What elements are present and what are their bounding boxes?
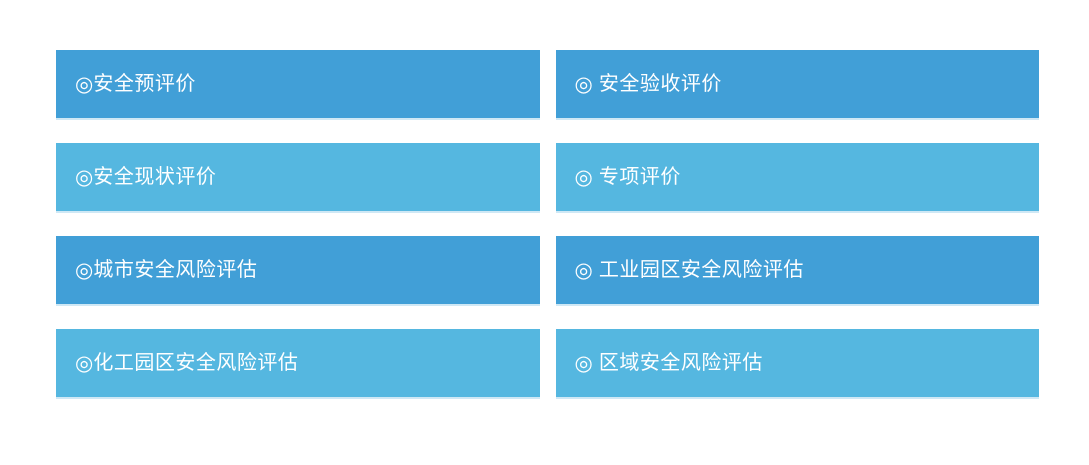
item-safety-status-evaluation[interactable]: ◎安全现状评价 <box>56 143 540 213</box>
bar-label: 化工园区安全风险评估 <box>93 352 299 374</box>
service-menu-grid: ◎安全预评价 ◎ 安全验收评价 ◎安全现状评价 ◎ 专项评价 ◎城市安全风险评估… <box>56 50 1039 399</box>
bullseye-bullet-icon: ◎ <box>574 165 593 189</box>
bar-label: 工业园区安全风险评估 <box>592 259 804 281</box>
item-safety-acceptance-evaluation[interactable]: ◎ 安全验收评价 <box>555 50 1039 120</box>
item-regional-safety-risk-assessment[interactable]: ◎ 区域安全风险评估 <box>555 329 1039 399</box>
bar-label: 安全验收评价 <box>592 73 722 95</box>
item-special-evaluation[interactable]: ◎ 专项评价 <box>555 143 1039 213</box>
bullseye-bullet-icon: ◎ <box>574 351 593 375</box>
bar-label: 区域安全风险评估 <box>592 352 763 374</box>
bullseye-bullet-icon: ◎ <box>75 258 94 282</box>
item-safety-pre-evaluation[interactable]: ◎安全预评价 <box>56 50 540 120</box>
bar-label: 专项评价 <box>592 166 681 188</box>
bar-label: 城市安全风险评估 <box>93 259 258 281</box>
bullseye-bullet-icon: ◎ <box>75 351 94 375</box>
bullseye-bullet-icon: ◎ <box>574 258 593 282</box>
bullseye-bullet-icon: ◎ <box>574 72 593 96</box>
bar-label: 安全预评价 <box>93 73 196 95</box>
bar-label: 安全现状评价 <box>93 166 217 188</box>
bullseye-bullet-icon: ◎ <box>75 72 94 96</box>
item-urban-safety-risk-assessment[interactable]: ◎城市安全风险评估 <box>56 236 540 306</box>
bullseye-bullet-icon: ◎ <box>75 165 94 189</box>
item-industrial-park-safety-risk-assessment[interactable]: ◎ 工业园区安全风险评估 <box>555 236 1039 306</box>
item-chemical-park-safety-risk-assessment[interactable]: ◎化工园区安全风险评估 <box>56 329 540 399</box>
